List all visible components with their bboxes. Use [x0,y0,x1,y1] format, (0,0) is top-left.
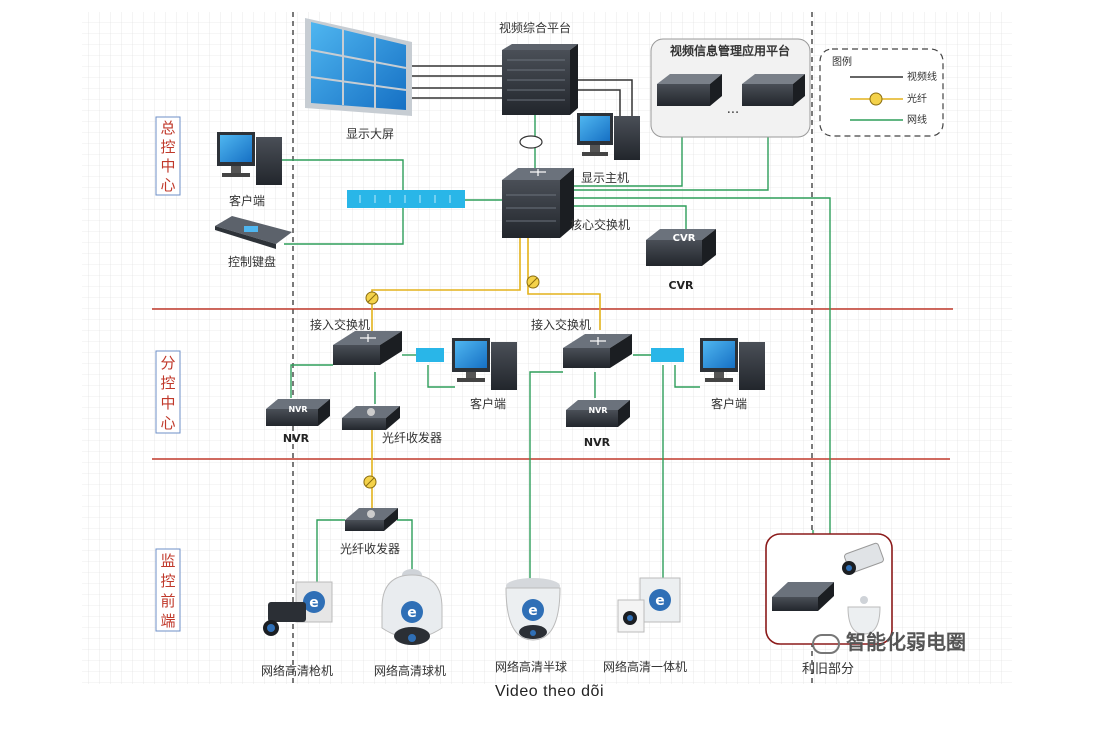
zone-main-char-3: 中 [160,157,175,175]
hub-1 [416,348,444,362]
dome-camera-label: 网络高清球机 [374,663,446,678]
zone-branch-char-3: 中 [160,394,175,412]
branch-client-2-label: 客户端 [711,396,747,411]
legend-title: 图例 [832,55,852,68]
half-dome-camera: e [505,578,561,641]
wechat-icon [812,633,840,654]
access-switch-2-label: 接入交换机 [531,317,591,332]
zone-main-char-1: 总 [160,119,175,137]
mgmt-platform-box [650,38,811,138]
access-switch-1-label: 接入交换机 [310,317,370,332]
reused-part-label: 利旧部分 [802,662,854,677]
zone-label-front-box [155,548,181,632]
legend-box [819,48,944,137]
branch-client-1-label: 客户端 [470,396,506,411]
cvr-badge: CVR [673,233,696,244]
mgmt-server-2 [742,74,805,106]
access-switch-2 [563,334,632,368]
nvr-2-badge: NVR [588,406,607,415]
zone-main-char-4: 心 [160,176,175,194]
nvr-1-badge: NVR [288,405,307,414]
mgmt-server-1 [657,74,722,106]
video-wall-display [305,18,412,116]
zone-front-char-1: 监 [160,552,175,570]
reused-dome-camera [847,596,881,635]
main-client-pc [217,132,282,185]
ptz-dome-camera: e [381,569,443,645]
svg-text:e: e [528,603,538,619]
diagram-caption: Video theo dõi [494,683,604,700]
cvr-label: CVR [668,279,694,292]
reused-box-camera [842,542,884,575]
mgmt-ellipsis: ... [727,102,739,117]
zone-branch-char-1: 分 [160,354,175,372]
zone-label-main-box [155,116,181,196]
fiber-transceiver-2-label: 光纤收发器 [340,541,400,556]
zone-label-branch-box [155,350,181,434]
display-host-label: 显示主机 [581,171,629,185]
zone-branch-char-2: 控 [160,374,175,392]
control-keyboard [215,216,292,249]
fiber-lines [371,236,601,508]
nvr-2 [566,400,630,427]
video-platform-label: 视频综合平台 [499,20,571,35]
watermark: 智能化弱电圈 [812,626,966,655]
nvr-1-label: NVR [283,432,310,445]
control-keyboard-label: 控制键盘 [228,254,276,269]
legend-video-line-label: 视频线 [907,70,937,83]
fiber-transceiver-2 [345,508,398,531]
core-switch [502,168,574,238]
fiber-transceiver-1 [342,406,400,430]
reused-dvr [772,582,834,611]
bullet-camera: e [263,581,333,636]
core-switch-label: 核心交换机 [570,217,630,232]
display-host-pc [577,113,640,160]
zone-front-char-2: 控 [160,572,175,590]
svg-text:e: e [655,593,665,609]
branch-client-pc-1 [452,338,517,390]
mgmt-platform-label: 视频信息管理应用平台 [670,43,790,58]
link-ellipse [519,135,543,149]
fiber-transceiver-1-label: 光纤收发器 [382,430,442,445]
bullet-camera-label: 网络高清枪机 [261,663,333,678]
fiber-connectors [363,275,540,489]
nvr-1 [266,399,330,426]
integrated-camera: e [617,577,681,633]
video-lines [412,65,633,118]
video-wall-label: 显示大屏 [346,127,394,141]
nvr-2-label: NVR [584,436,611,449]
main-client-label: 客户端 [229,193,265,208]
branch-client-pc-2 [700,338,765,390]
svg-text:e: e [309,595,319,611]
zone-front-char-3: 前 [160,592,175,610]
cvr-device [646,229,716,266]
switch-bar [347,190,465,208]
zone-main-char-2: 控 [160,138,175,156]
legend-network-label: 网线 [907,113,927,126]
legend-fiber-connector-icon [869,92,883,106]
integrated-camera-label: 网络高清一体机 [603,659,687,674]
network-lines [282,104,831,596]
access-switch-1 [333,331,402,365]
zone-front-char-4: 端 [160,612,175,630]
svg-text:e: e [407,605,417,621]
half-dome-label: 网络高清半球 [495,659,567,674]
video-platform-rack [502,44,578,115]
zone-branch-char-4: 心 [160,414,175,432]
switch-bar-ports [359,195,451,203]
hub-2 [651,348,684,362]
legend-fiber-label: 光纤 [907,92,927,105]
watermark-text: 智能化弱电圈 [846,630,966,654]
